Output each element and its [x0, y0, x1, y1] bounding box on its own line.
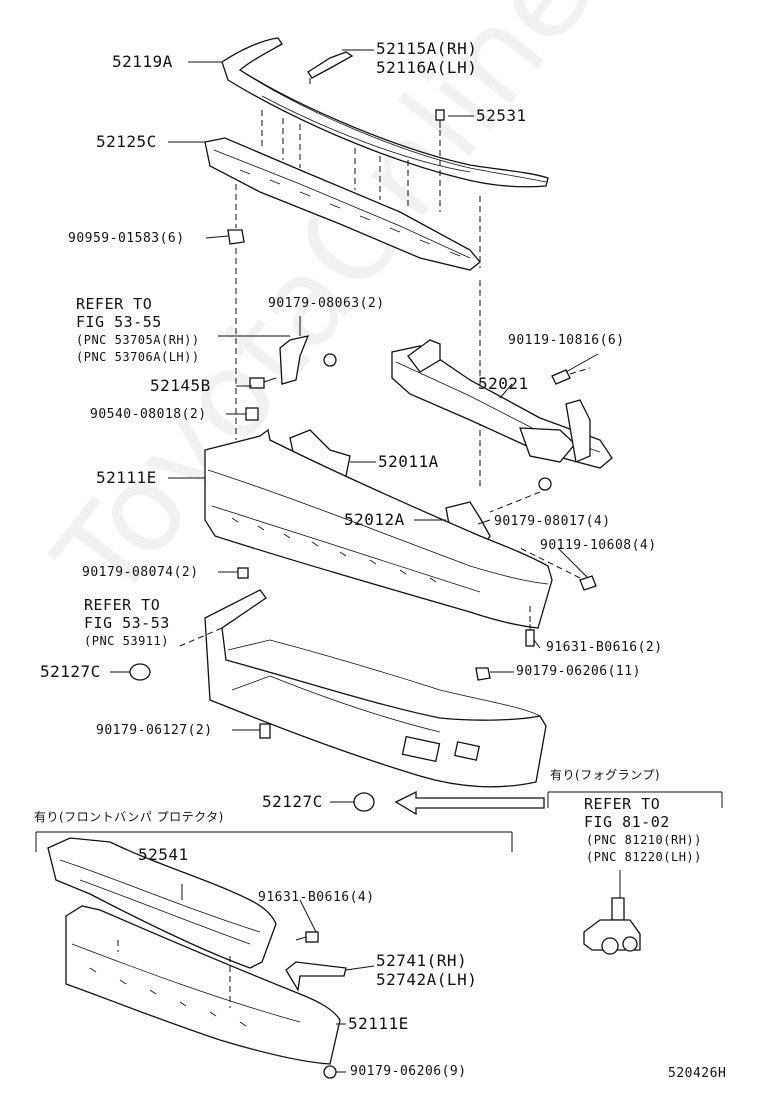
label-52111E-bottom: 52111E [348, 1014, 409, 1033]
bumper-retainer-52125C [204, 137, 481, 271]
bolt-91631-2 [525, 624, 535, 647]
refer1-line2: FIG 53-55 [76, 313, 162, 331]
cap-52127C-top [129, 663, 151, 681]
clip-90179-06127 [259, 723, 271, 739]
clip-90179-06206 [475, 667, 491, 681]
alignment-dashes-top [261, 110, 441, 212]
label-52115A: 52115A(RH) [376, 39, 478, 58]
diagram-id: 520426H [668, 1066, 727, 1081]
refer3-line3: (PNC 81210(RH)) [586, 833, 702, 847]
label-90959-01583: 90959-01583(6) [68, 231, 185, 246]
refer1-line3: (PNC 53705A(RH)) [76, 333, 200, 347]
refer3-line4: (PNC 81220(LH)) [586, 850, 702, 864]
arrow-fog-lamp [394, 790, 545, 816]
nut-90179-08074 [237, 567, 249, 579]
clip-90959 [227, 229, 245, 245]
fog-lamp-bracket [547, 791, 723, 808]
bracket-53705A [279, 335, 337, 385]
bumper-cover-52111E [204, 428, 553, 629]
label-52111E-top: 52111E [96, 468, 157, 487]
fog-lamp [583, 870, 641, 955]
bumper-reinforcement-52021 [391, 339, 613, 469]
refer3-line1: REFER TO [584, 795, 661, 813]
refer3-line2: FIG 81-02 [584, 813, 670, 831]
bolt-90119-10608 [519, 547, 597, 591]
label-90119-10816: 90119-10816(6) [508, 333, 625, 348]
label-90540-08018: 90540-08018(2) [90, 407, 207, 422]
label-52021: 52021 [478, 374, 529, 393]
protector-note: 有り(フロントバンパ プロテクタ) [34, 810, 224, 824]
bolt-52145B [249, 377, 277, 389]
label-52541: 52541 [138, 845, 189, 864]
label-52116A: 52116A(LH) [376, 58, 478, 77]
label-52742A: 52742A(LH) [376, 970, 478, 989]
label-90179-06127: 90179-06127(2) [96, 723, 213, 738]
label-52012A: 52012A [344, 510, 405, 529]
lower-bumper-cover [179, 589, 547, 788]
cap-52127C-bottom [353, 792, 375, 812]
label-90179-06206-9: 90179-06206(9) [350, 1064, 467, 1079]
refer1-line4: (PNC 53706A(LH)) [76, 350, 200, 364]
bumper-cover-52111E-lower [65, 905, 341, 1065]
screw-52531 [435, 109, 445, 128]
bolt-90119-10816 [551, 367, 591, 385]
label-90179-08074: 90179-08074(2) [82, 565, 199, 580]
fog-lamp-note: 有り(フォグランプ) [550, 768, 661, 782]
label-52531: 52531 [476, 106, 527, 125]
label-52145B: 52145B [150, 376, 211, 395]
refer2-line2: FIG 53-53 [84, 614, 170, 632]
label-52119A: 52119A [112, 52, 173, 71]
label-52011A: 52011A [378, 452, 439, 471]
front-bumper-protector-52541 [47, 837, 277, 969]
protector-bracket [35, 831, 513, 852]
clip-90179-06206-9 [323, 1065, 337, 1079]
nut-90179-08017 [538, 477, 552, 491]
bracket-52741 [285, 961, 347, 992]
label-90179-08017: 90179-08017(4) [494, 514, 611, 529]
label-52125C: 52125C [96, 132, 157, 151]
leader-lines [110, 49, 599, 1073]
refer2-line3: (PNC 53911) [84, 634, 169, 648]
refer1-line1: REFER TO [76, 295, 153, 313]
refer2-line1: REFER TO [84, 596, 161, 614]
bumper-upper-molding [221, 37, 549, 188]
label-52741: 52741(RH) [376, 951, 468, 970]
label-52127C-bottom: 52127C [262, 792, 323, 811]
label-90119-10608: 90119-10608(4) [540, 538, 657, 553]
label-91631-B0616-2: 91631-B0616(2) [546, 640, 663, 655]
clip-52115A [307, 51, 354, 79]
nut-90540 [245, 407, 259, 421]
label-90179-06206-11: 90179-06206(11) [516, 664, 641, 679]
label-52127C-top: 52127C [40, 662, 101, 681]
bolt-91631-4 [295, 931, 319, 943]
label-91631-B0616-4: 91631-B0616(4) [258, 890, 375, 905]
label-90179-08063: 90179-08063(2) [268, 296, 385, 311]
